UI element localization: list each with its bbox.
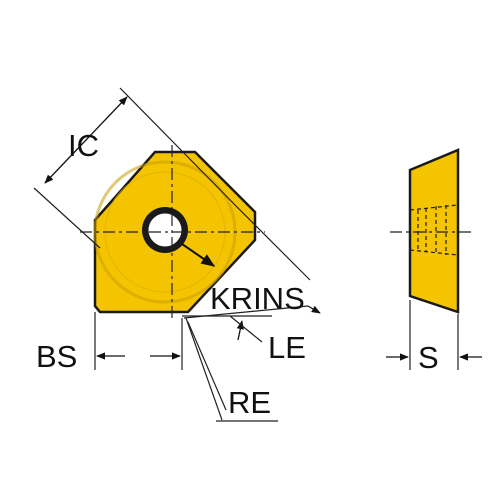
insert-top-view bbox=[80, 145, 265, 318]
ic-extension-left bbox=[33, 187, 101, 249]
ic-extension-right bbox=[119, 87, 237, 207]
edge-annotations: KRINS LE RE bbox=[182, 281, 321, 422]
side-body bbox=[408, 148, 460, 314]
le-label: LE bbox=[268, 330, 306, 365]
krins-label: KRINS bbox=[210, 281, 305, 316]
s-label: S bbox=[418, 340, 439, 375]
le-leader bbox=[229, 315, 263, 343]
radius-arrow bbox=[181, 243, 216, 267]
le-arrow bbox=[307, 305, 321, 314]
re-leader-1 bbox=[185, 317, 223, 421]
ic-dimension-line bbox=[44, 96, 128, 184]
re-leader-2 bbox=[187, 321, 227, 411]
bs-label: BS bbox=[36, 339, 77, 374]
insert-side-view: S bbox=[386, 148, 482, 375]
krins-extension-2 bbox=[183, 305, 309, 319]
center-hole bbox=[147, 212, 183, 248]
re-label: RE bbox=[228, 385, 271, 420]
krins-arrow-up bbox=[236, 320, 244, 341]
side-hole-section bbox=[409, 204, 459, 256]
bs-dimension: BS bbox=[36, 312, 183, 374]
ic-dimension: IC bbox=[33, 87, 311, 281]
ic-extension-right-lower bbox=[235, 205, 311, 281]
ic-label: IC bbox=[68, 128, 99, 163]
